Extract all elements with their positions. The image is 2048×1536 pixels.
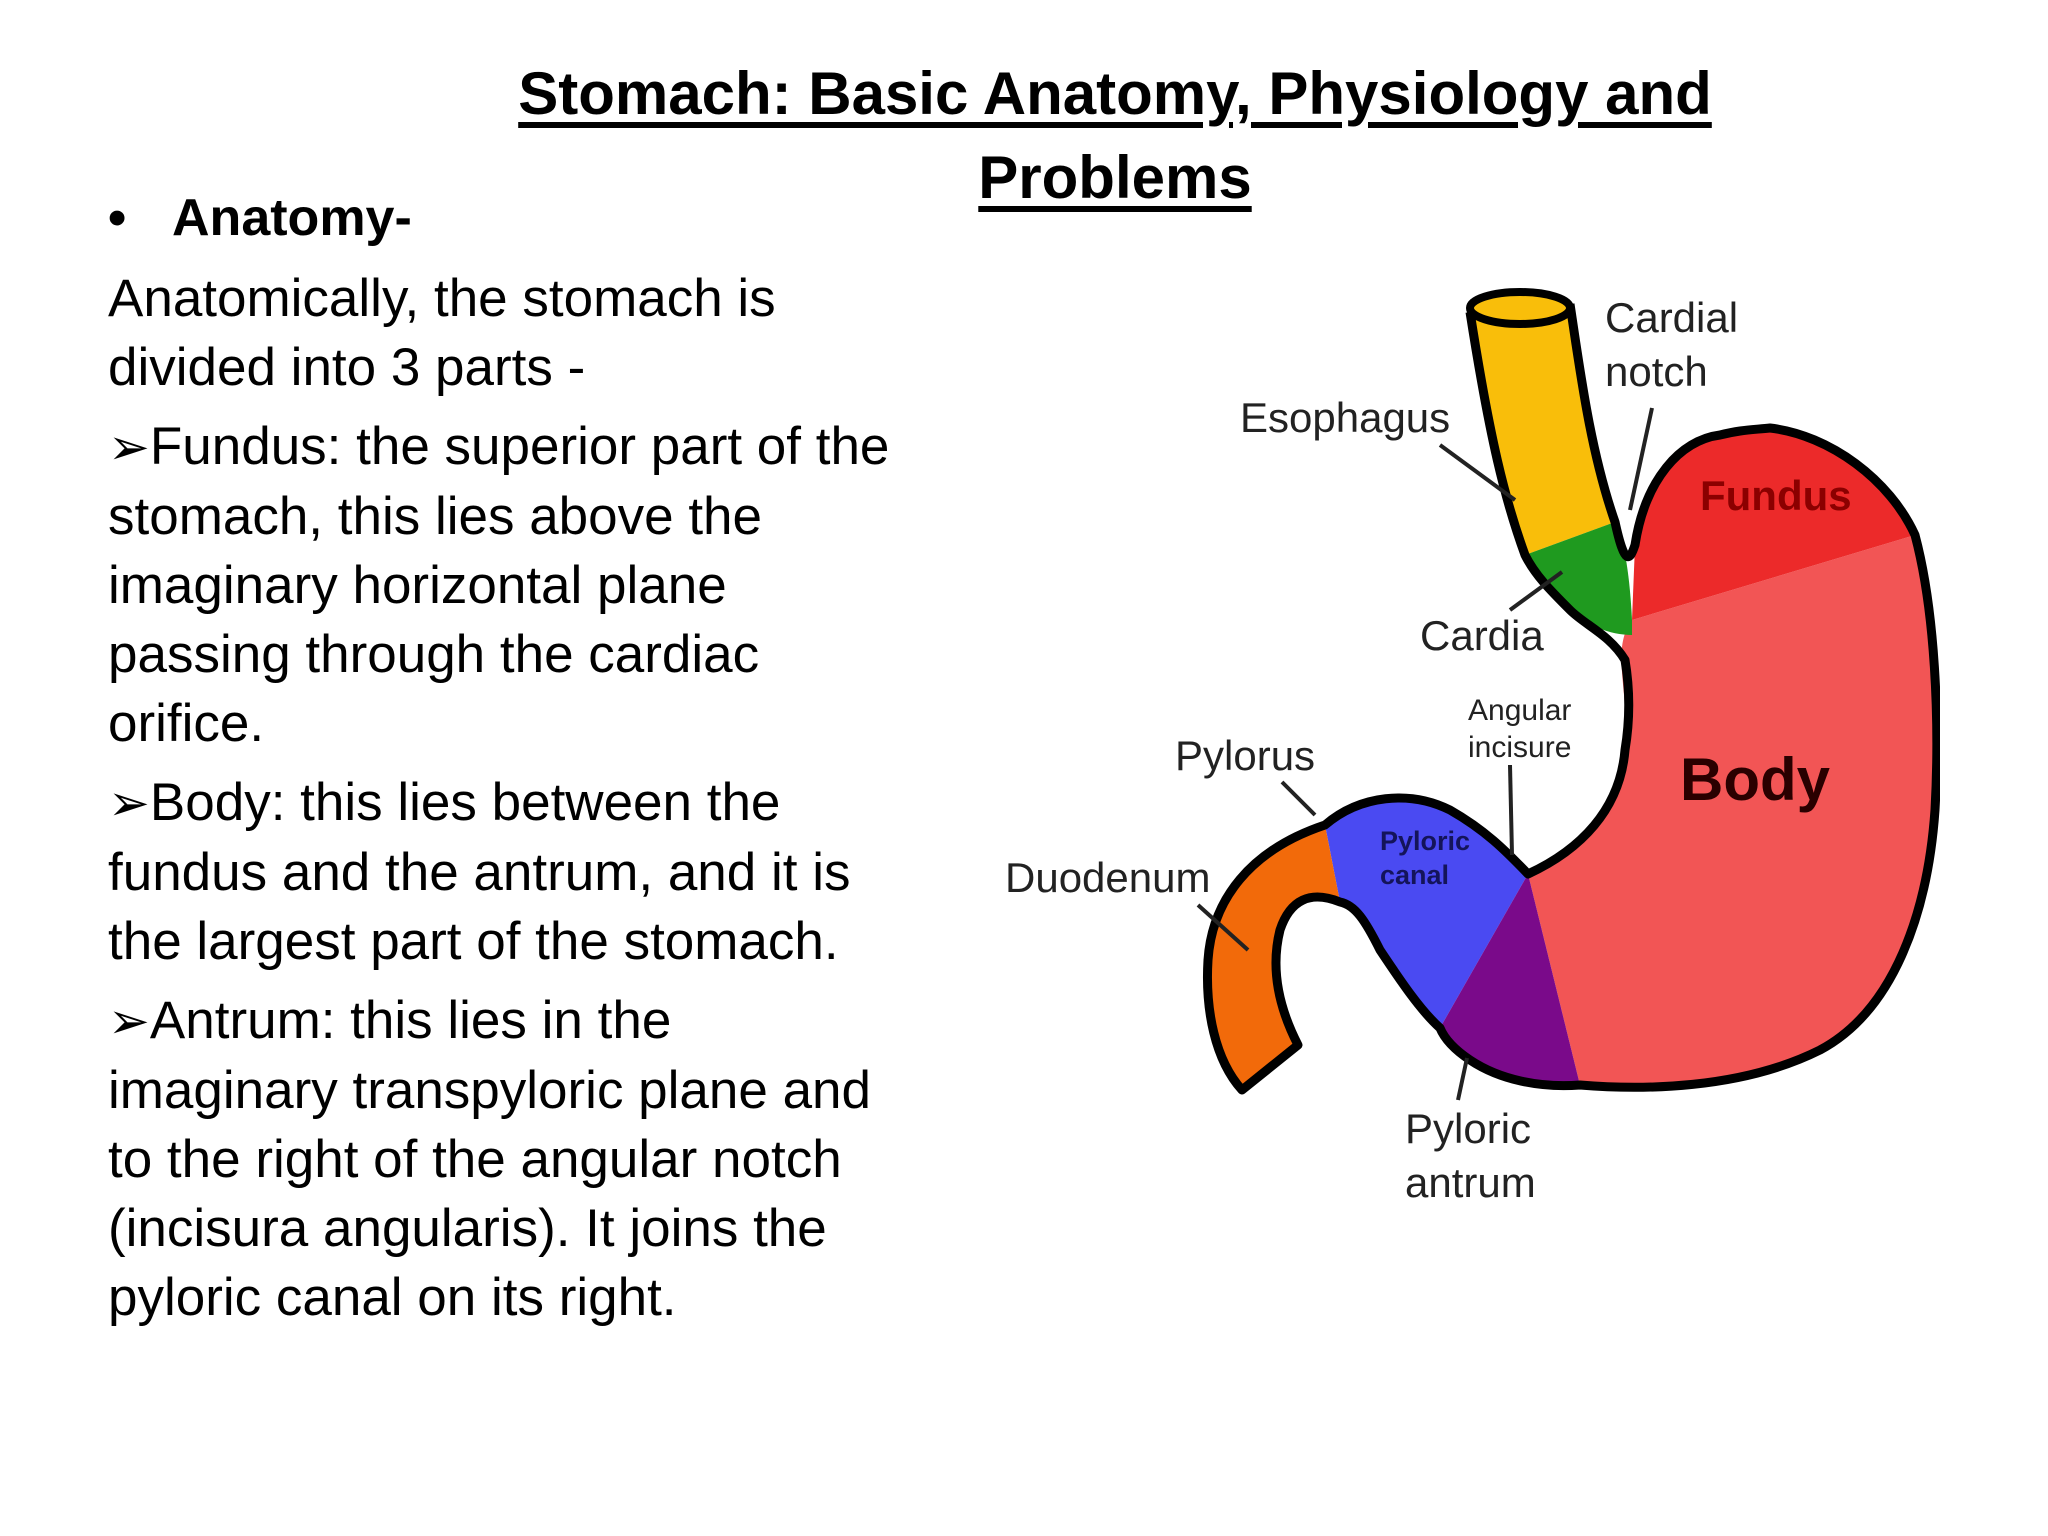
arrow-bullet-icon: ➢ [108,775,150,831]
label-angular-incisure-1: Angular [1468,694,1571,727]
leader-cardia [1508,570,1564,612]
label-body: Body [1680,746,1831,813]
label-cardia: Cardia [1420,612,1544,659]
leader-pylorus [1280,780,1317,817]
label-pyloric-canal-1: Pyloric [1380,826,1470,856]
leader-esophagus [1438,443,1517,502]
part-antrum: ➢Antrum: this lies in the imaginary tran… [108,986,908,1332]
intro-paragraph: Anatomically, the stomach is divided int… [108,269,776,397]
label-angular-incisure-2: incisure [1468,731,1571,764]
slide-title: Stomach: Basic Anatomy, Physiology and P… [500,52,1730,220]
cardia-region [1525,522,1632,635]
label-pyloric-antrum-2: antrum [1405,1159,1536,1206]
label-cardial-notch-2: notch [1605,348,1708,395]
part-body: ➢Body: this lies between the fundus and … [108,768,908,976]
label-duodenum: Duodenum [1005,854,1210,901]
title-line-2: Problems [978,144,1252,211]
text-column: • Anatomy- Anatomically, the stomach is d… [108,178,908,1342]
esophagus-rim [1466,288,1574,328]
part-fundus-text: Fundus: the superior part of the stomach… [108,417,890,753]
leader-lines [1196,407,1654,1101]
label-pyloric-canal-2: canal [1380,860,1449,890]
leader-cardial-notch [1628,407,1654,511]
pyloric-canal-region [1325,798,1528,1028]
pyloric-antrum-region [1440,874,1580,1086]
leader-angular-incisure [1508,764,1514,856]
label-pyloric-antrum-1: Pyloric [1405,1105,1531,1152]
label-pylorus: Pylorus [1175,732,1315,779]
leader-duodenum [1196,903,1250,952]
part-fundus: ➢Fundus: the superior part of the stomac… [108,412,908,758]
bullet-heading: Anatomy- [172,189,412,247]
bullet-anatomy: • Anatomy- [108,178,908,258]
stomach-outline [1203,303,1940,1095]
label-fundus: Fundus [1700,472,1852,519]
esophagus-opening [1470,292,1570,324]
arrow-bullet-icon: ➢ [108,419,150,475]
part-body-text: Body: this lies between the fundus and t… [108,773,851,971]
leader-pyloric-antrum [1456,1057,1469,1101]
label-esophagus: Esophagus [1240,394,1450,441]
title-line-1: Stomach: Basic Anatomy, Physiology and [518,60,1712,127]
stomach-diagram: Esophagus Cardial notch Fundus Cardia An… [1005,288,1940,1206]
bullet-dot: • [108,189,127,247]
label-cardial-notch-1: Cardial [1605,294,1738,341]
fundus-region [1632,428,1915,620]
arrow-bullet-icon: ➢ [108,993,150,1049]
part-antrum-text: Antrum: this lies in the imaginary trans… [108,991,872,1327]
